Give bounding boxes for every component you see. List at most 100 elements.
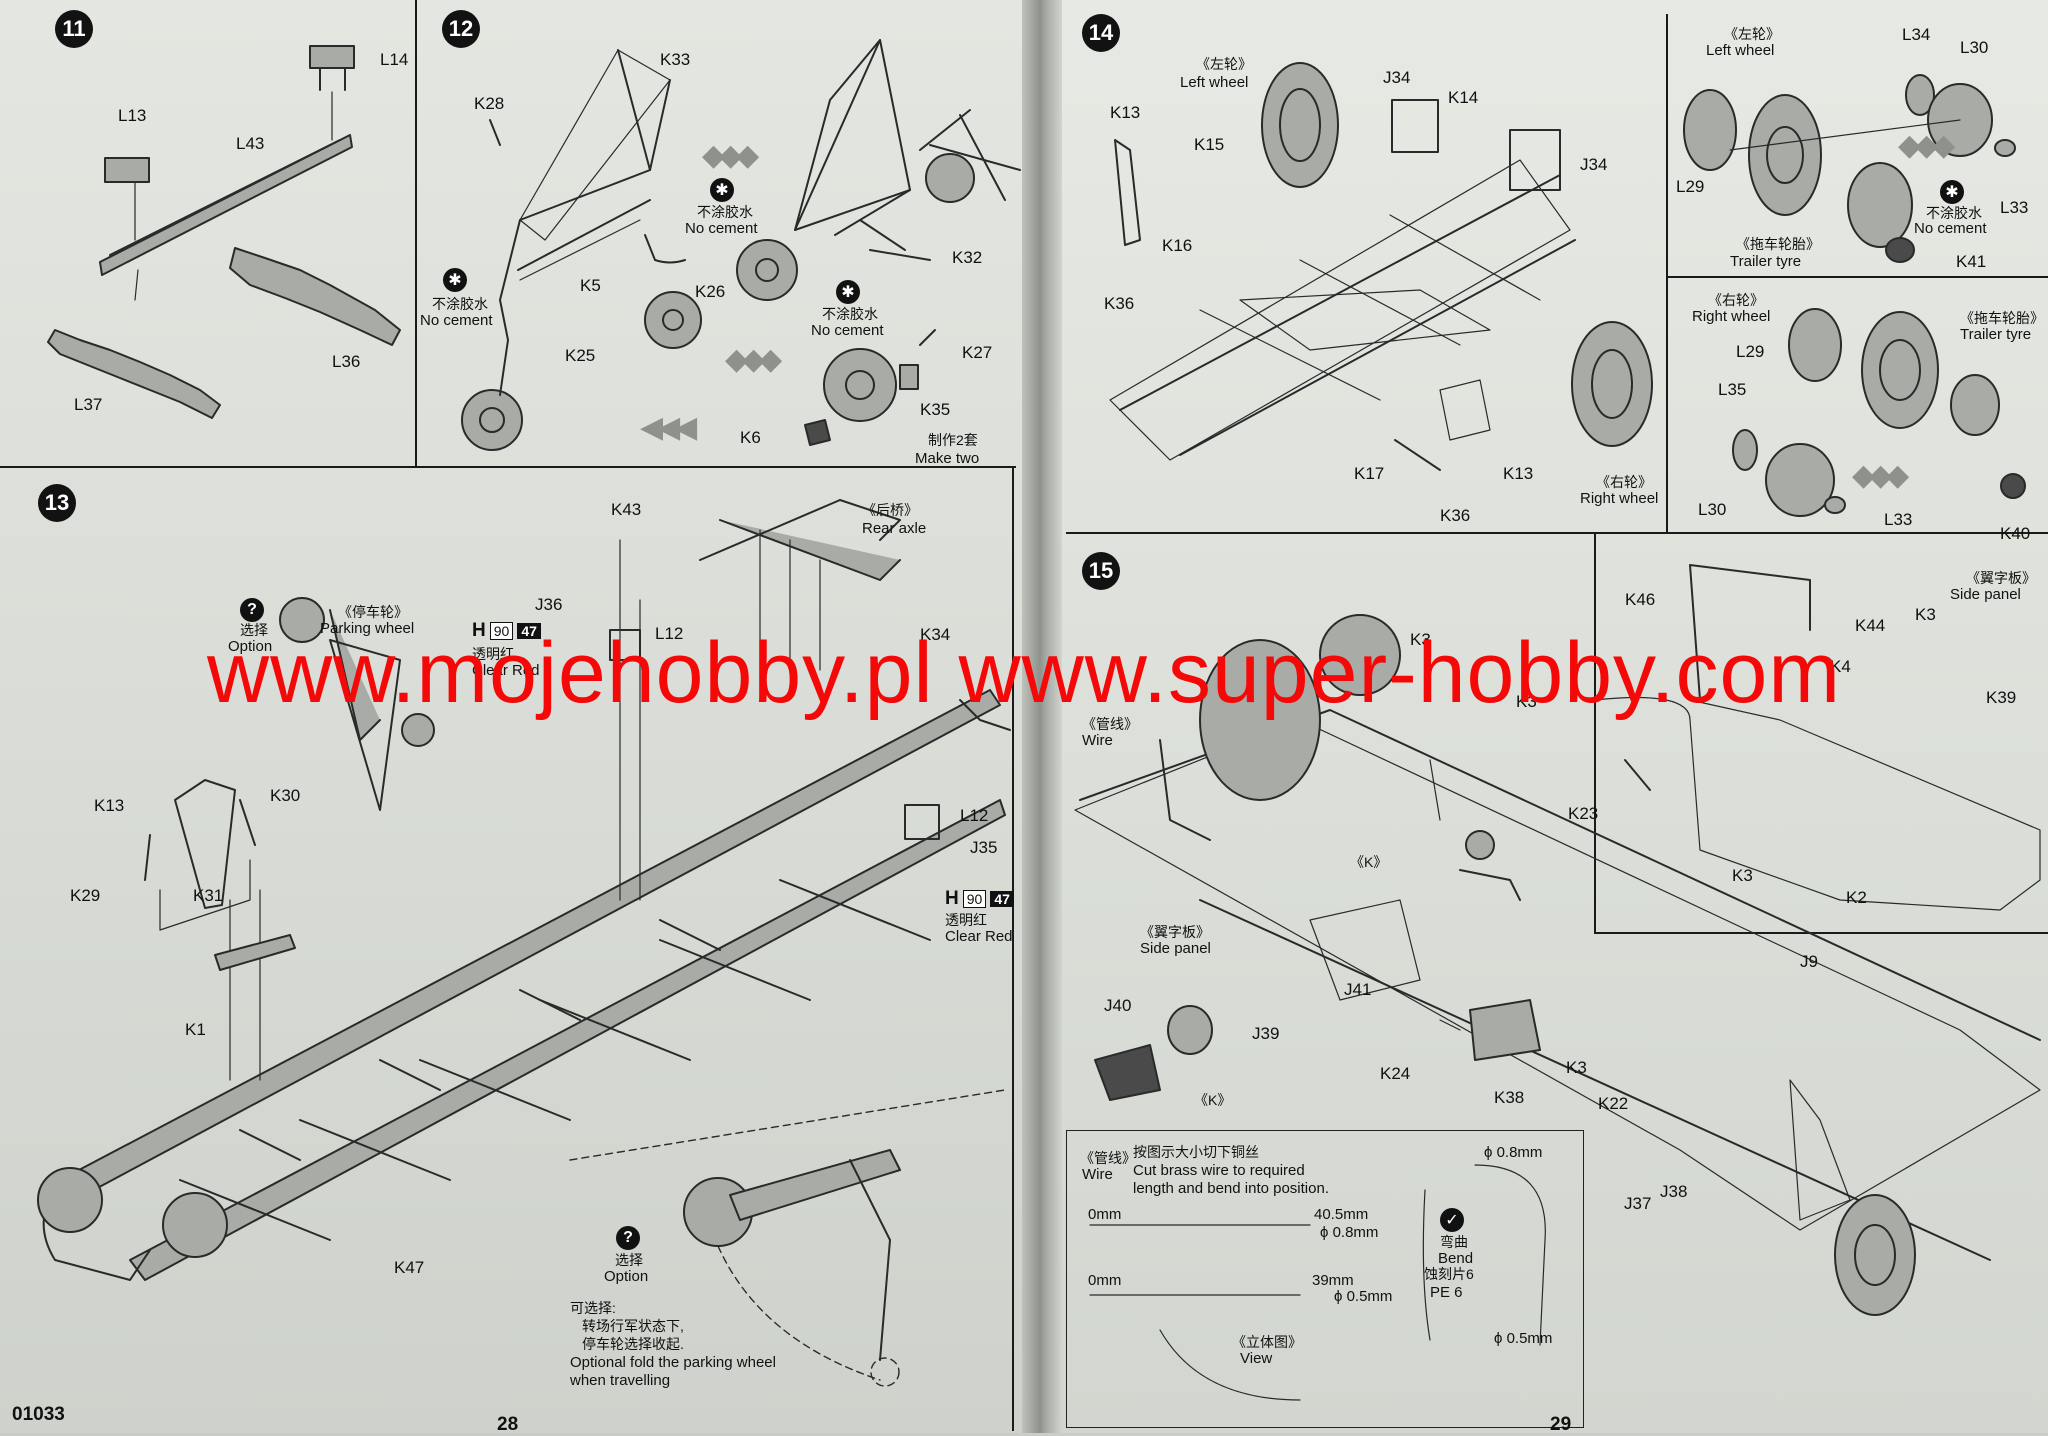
part-label-K24: K24	[1380, 1064, 1411, 1083]
inset-note-cn-1: 可选择:	[570, 1300, 616, 1316]
rear-axle-en: Rear axle	[862, 520, 927, 537]
side-panel-b-cn: 《翼字板》	[1966, 570, 2036, 586]
part-label-K32: K32	[952, 248, 983, 267]
wire-a-diameter: ϕ 0.8mm	[1320, 1224, 1379, 1241]
part-label-K2: K2	[1846, 888, 1867, 907]
k-marker: 《K》	[1350, 854, 1388, 870]
part-label-K13: K13	[1110, 103, 1141, 122]
part-label-K40: K40	[2000, 524, 2031, 543]
part-label-K1: K1	[185, 1020, 206, 1039]
divider-right-sub	[1666, 276, 2048, 278]
view-cn: 《立体图》	[1232, 1334, 1302, 1350]
part-label-K43: K43	[611, 500, 642, 519]
part-label-K46: K46	[1625, 590, 1656, 609]
option-icon: ?	[240, 598, 264, 622]
no-cement-icon: ✱	[836, 280, 860, 304]
divider-left-horizontal	[0, 466, 1016, 468]
part-label-L29: L29	[1736, 342, 1765, 361]
page-number-right: 29	[1550, 1414, 1572, 1435]
part-label-J9: J9	[1800, 952, 1818, 971]
paint-code-clear-red: H 90 47	[945, 888, 1014, 910]
part-label-K29: K29	[70, 886, 101, 905]
inset-option-en: Option	[604, 1268, 649, 1285]
wire-b-diameter: ϕ 0.5mm	[1334, 1288, 1393, 1305]
part-label-L29: L29	[1676, 177, 1705, 196]
step-11-badge: 11	[55, 10, 93, 48]
wire-box-note-en-1: Cut brass wire to required	[1133, 1162, 1305, 1179]
right-wheel-en: Right wheel	[1580, 490, 1659, 507]
part-label-K33: K33	[660, 50, 691, 69]
bend-en: Bend	[1438, 1250, 1474, 1267]
direction-arrows-icon: ◆◆◆	[1852, 459, 1909, 492]
part-label-L36: L36	[332, 352, 361, 371]
part-label-J39: J39	[1252, 1024, 1280, 1043]
part-label-K38: K38	[1494, 1088, 1525, 1107]
part-label-K5: K5	[580, 276, 601, 295]
part-label-K36: K36	[1440, 506, 1471, 525]
inset-note-cn-2: 转场行军状态下,	[582, 1318, 684, 1334]
bend-icon: ✓	[1440, 1208, 1464, 1232]
wire-box-title-en: Wire	[1082, 1166, 1113, 1183]
part-label-J41: J41	[1344, 980, 1372, 999]
inset-note-en-1: Optional fold the parking wheel	[570, 1354, 776, 1371]
wire-box-note-en-2: length and bend into position.	[1133, 1180, 1329, 1197]
wire-b-start: 0mm	[1088, 1272, 1122, 1289]
part-label-K35: K35	[920, 400, 951, 419]
part-label-K34: K34	[920, 625, 951, 644]
part-label-J35: J35	[970, 838, 998, 857]
left-wheel-cn: 《左轮》	[1196, 56, 1252, 72]
part-label-L34: L34	[1902, 25, 1931, 44]
step-12-badge: 12	[442, 10, 480, 48]
part-label-K3: K3	[1566, 1058, 1587, 1077]
part-label-L13: L13	[118, 106, 147, 125]
make-two-cn: 制作2套	[928, 432, 978, 448]
part-label-K17: K17	[1354, 464, 1385, 483]
option-en: Option	[228, 638, 273, 655]
direction-arrows-icon: ◆◆◆	[725, 343, 782, 376]
sub-left-title-cn: 《左轮》	[1724, 26, 1780, 42]
no-cement-icon: ✱	[443, 268, 467, 292]
wire-a-start: 0mm	[1088, 1206, 1122, 1223]
bend-cn: 弯曲	[1440, 1234, 1468, 1250]
clear-red-b-en: Clear Red	[945, 928, 1013, 945]
parking-wheel-en: Parking wheel	[320, 620, 415, 637]
part-label-K30: K30	[270, 786, 301, 805]
part-label-K13: K13	[1503, 464, 1534, 483]
paint-code-clear-red: H 90 47	[472, 620, 541, 642]
sub-right-trailer-tyre-en: Trailer tyre	[1960, 326, 2032, 343]
part-label-L12: L12	[655, 624, 684, 643]
part-label-L33: L33	[1884, 510, 1913, 529]
no-cement-b-en: No cement	[685, 220, 758, 237]
rear-axle-cn: 《后桥》	[862, 502, 918, 518]
part-label-L14: L14	[380, 50, 409, 69]
part-label-K22: K22	[1598, 1094, 1629, 1113]
inset-option-cn: 选择	[615, 1252, 643, 1268]
wire-a-end: 40.5mm	[1314, 1206, 1369, 1223]
sub-right-trailer-tyre-cn: 《拖车轮胎》	[1960, 310, 2044, 326]
part-label-J38: J38	[1660, 1182, 1688, 1201]
clear-red-en: Clear Red	[472, 662, 540, 679]
k-marker-b: 《K》	[1194, 1092, 1232, 1108]
part-label-K26: K26	[695, 282, 726, 301]
step-15-badge: 15	[1082, 552, 1120, 590]
part-label-J36: J36	[535, 595, 563, 614]
part-label-K36: K36	[1104, 294, 1135, 313]
wire-b-end: 39mm	[1312, 1272, 1354, 1289]
part-label-K15: K15	[1194, 135, 1225, 154]
page-number-left: 28	[497, 1414, 519, 1435]
no-cement-c-cn: 不涂胶水	[822, 306, 878, 322]
parking-wheel-cn: 《停车轮》	[338, 604, 408, 620]
wire-cn: 《管线》	[1082, 716, 1138, 732]
divider-left-edge	[1012, 466, 1014, 1431]
part-label-K3: K3	[1410, 630, 1431, 649]
pe-cn: 蚀刻片6	[1424, 1266, 1474, 1282]
wire-bottom-diameter: ϕ 0.5mm	[1494, 1330, 1553, 1347]
part-label-K39: K39	[1986, 688, 2017, 707]
direction-arrows-icon: ◆◆◆	[1898, 129, 1955, 162]
option-icon: ?	[616, 1226, 640, 1250]
divider-step15-inset	[1594, 534, 1596, 734]
step-14-badge: 14	[1082, 14, 1120, 52]
side-panel-en: Side panel	[1140, 940, 1211, 957]
no-cement-a-en: No cement	[420, 312, 493, 329]
direction-arrows-icon: ◆◆◆	[702, 139, 759, 172]
